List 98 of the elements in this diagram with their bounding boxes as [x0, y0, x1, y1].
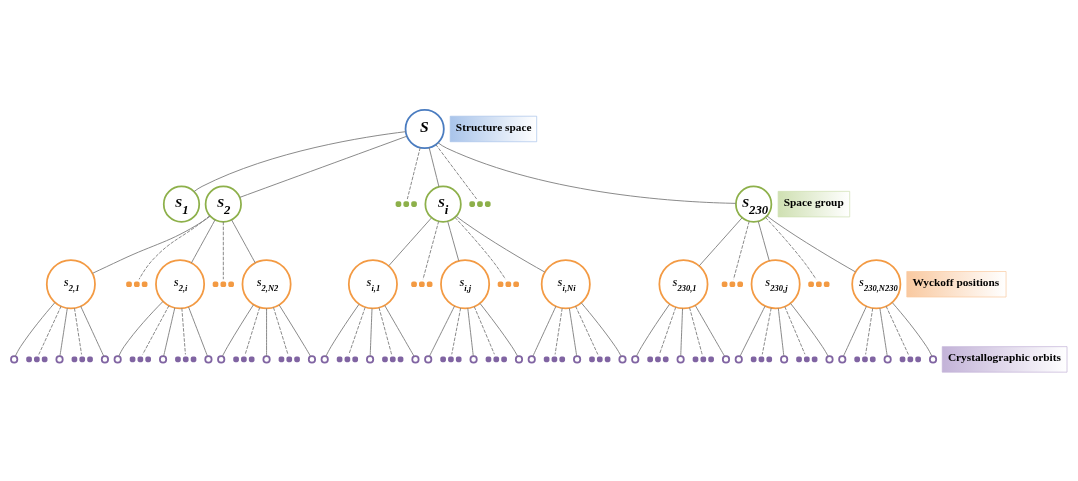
connector [554, 307, 563, 355]
connector [188, 305, 208, 357]
connector [14, 301, 56, 357]
connector [378, 306, 393, 355]
connector [428, 305, 455, 357]
connector [479, 302, 519, 357]
connector [680, 307, 683, 357]
node-circle [734, 354, 743, 363]
node-circle [618, 354, 627, 363]
label: Structure space [455, 120, 532, 133]
connector [142, 304, 170, 355]
node-circle [159, 354, 168, 363]
connector [532, 305, 557, 357]
node-circle [573, 354, 582, 363]
label: Crystallographic orbits [947, 350, 1061, 363]
connector [74, 307, 83, 355]
connector [473, 305, 495, 355]
connector [190, 218, 216, 263]
connector [698, 216, 743, 266]
node-circle [320, 354, 329, 363]
connector [447, 220, 460, 261]
node-circle [366, 354, 375, 363]
connector [580, 301, 622, 357]
connector [733, 220, 750, 280]
connector [231, 218, 256, 263]
node-circle [721, 354, 731, 363]
node-circle [307, 354, 316, 363]
node-circle [514, 354, 524, 363]
node-circle [55, 354, 64, 363]
connector [422, 220, 440, 280]
connector [757, 220, 770, 261]
connector [325, 303, 360, 357]
connector [879, 307, 888, 357]
connector [843, 305, 867, 357]
connector [694, 304, 726, 357]
node-circle [411, 354, 420, 363]
connector [766, 214, 856, 272]
node-circle [113, 354, 122, 363]
connector [38, 305, 62, 355]
node-circle [10, 354, 19, 363]
connector [59, 307, 68, 357]
node-circle [424, 354, 433, 363]
connector [384, 304, 415, 357]
node-circle [204, 354, 213, 363]
connector [659, 306, 677, 355]
connector [163, 306, 176, 357]
label: Space group [783, 195, 844, 208]
connector [455, 215, 546, 273]
connector [467, 307, 474, 357]
connector [689, 306, 703, 355]
node-circle: S [404, 108, 445, 149]
connector [765, 216, 817, 280]
connector [865, 307, 874, 355]
connector [92, 215, 211, 274]
connector [273, 306, 289, 355]
node-circle [825, 354, 834, 363]
connector [575, 305, 599, 355]
connector [221, 303, 254, 357]
connector [885, 305, 909, 355]
connector [761, 307, 772, 355]
node-circle [838, 354, 847, 363]
connector [388, 216, 432, 266]
connector [369, 307, 373, 357]
connector [784, 305, 806, 355]
connector [193, 130, 406, 192]
connector [636, 303, 670, 357]
connector [138, 214, 211, 280]
connector [790, 302, 829, 357]
connector [739, 305, 766, 357]
connector [222, 220, 224, 280]
connector [451, 307, 462, 355]
connector [278, 303, 311, 357]
connector [239, 135, 408, 198]
node-circle [527, 354, 536, 363]
node-circle [262, 354, 271, 363]
connector [891, 301, 933, 357]
connector [435, 143, 478, 199]
node-circle [631, 354, 640, 363]
node-circle [217, 354, 226, 363]
node-circle [928, 354, 938, 363]
connector [437, 141, 737, 204]
label: Wyckoff positions [912, 275, 1000, 288]
connector [568, 307, 578, 357]
node-circle [780, 354, 789, 363]
connector [80, 305, 105, 357]
connector [428, 146, 440, 187]
connector [181, 307, 186, 355]
node-circle [883, 354, 892, 363]
node-circle [100, 354, 109, 363]
node-circle [676, 354, 685, 363]
connector [777, 307, 785, 357]
node-circle [469, 354, 478, 363]
connector [118, 300, 164, 357]
connector [454, 216, 506, 280]
connector [244, 306, 261, 355]
connector [348, 306, 366, 355]
connector [406, 146, 421, 199]
connector [266, 307, 268, 357]
